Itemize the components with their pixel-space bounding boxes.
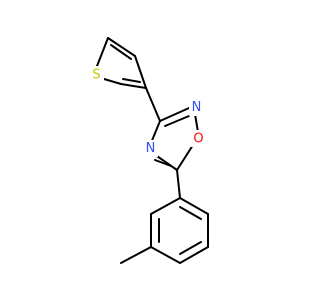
bond-n4-c3-oxadiazole [150,120,161,144]
bond-c5-c4-thiophene [107,37,136,57]
oxygen-atom-label: O [193,132,203,147]
bond-c4-c5-benzene-double [179,241,202,255]
bond-s-c5-thiophene [96,37,109,67]
nitrogen-left-atom-label: N [146,141,156,156]
bond-c3-c2-thiophene [120,83,147,89]
nitrogen-top-atom-label: N [192,100,202,115]
nitrogen-left-label-bg [143,140,158,157]
bond-c1-c2-benzene [150,197,181,215]
bond-c5-c4-thiophene-double [110,44,132,60]
bond-c4-c3-thiophene [134,55,147,89]
bond-c3-n2-oxadiazole [159,107,190,122]
bond-c6-c1-benzene [179,197,209,215]
sulfur-atom-label: S [92,68,100,83]
oxygen-label-bg [191,130,206,147]
nitrogen-top-label-bg [189,99,204,116]
bond-c4-c5-benzene [179,246,209,264]
bond-oxadiazole-benzene [176,169,181,199]
bond-c5-n4-oxadiazole-double [154,159,172,167]
bond-c6-c1-benzene-double [179,206,202,220]
bond-o1-c5-oxadiazole [176,144,194,171]
bond-n2-o1-oxadiazole [194,113,199,133]
bond-methyl [120,246,152,264]
bond-c3-n2-oxadiazole-double [164,115,190,127]
bond-thiophene-oxadiazole [145,87,161,122]
molecule-drawing: S N O N [89,37,209,264]
sulfur-label-bg [89,66,104,83]
bond-c3-c4-benzene [150,246,181,264]
bond-c2-s-thiophene [103,78,122,85]
bond-c3-c2-thiophene-double [122,78,141,83]
structure-canvas: S N O N [89,37,209,264]
